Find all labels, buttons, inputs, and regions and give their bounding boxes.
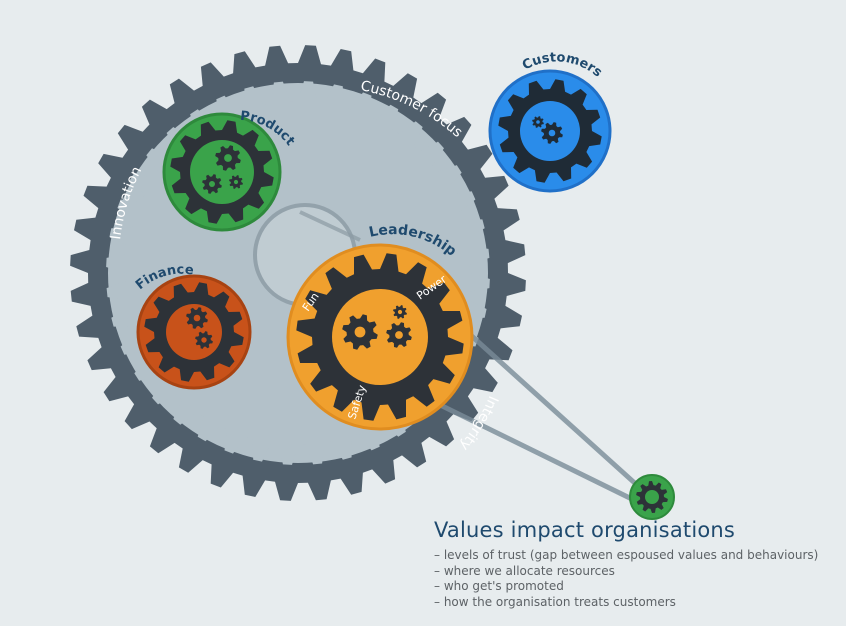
customers-gear xyxy=(488,69,612,193)
caption-item: how the organisation treats customers xyxy=(434,595,844,611)
caption-item: who get's promoted xyxy=(434,579,844,595)
caption-item: levels of trust (gap between espoused va… xyxy=(434,548,844,564)
product-gear xyxy=(162,112,282,232)
caption-title: Values impact organisations xyxy=(434,518,736,542)
caption-list: levels of trust (gap between espoused va… xyxy=(434,548,844,610)
caption-block: Values impact organisations levels of tr… xyxy=(434,518,844,610)
caption-item: where we allocate resources xyxy=(434,564,844,580)
finance-gear xyxy=(136,274,252,390)
leadership-gear xyxy=(286,243,474,431)
values-gear xyxy=(629,474,675,520)
